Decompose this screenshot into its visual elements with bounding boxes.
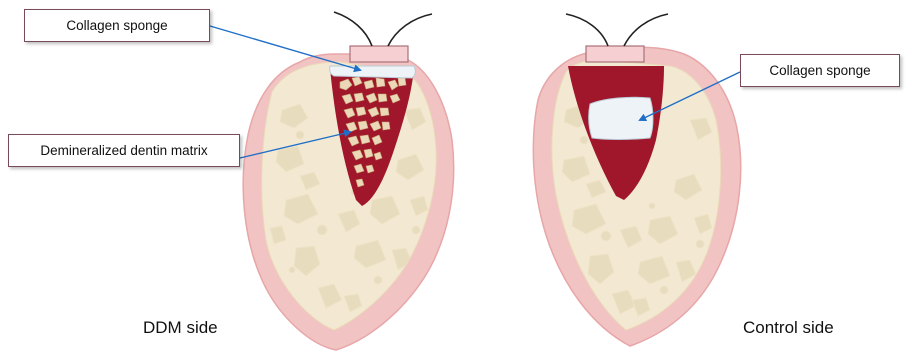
ddm-suture-thread bbox=[388, 14, 432, 46]
control-collagen-sponge-callout: Collagen sponge bbox=[740, 54, 900, 87]
ddm-side-label: DDM side bbox=[143, 318, 218, 338]
ddm-collagen-sponge bbox=[330, 66, 416, 78]
control-suture-thread bbox=[624, 14, 668, 46]
control-side-label: Control side bbox=[743, 318, 834, 338]
ddm-collagen-sponge-label: Collagen sponge bbox=[66, 18, 167, 33]
ddm-suture-knot bbox=[350, 46, 408, 62]
control-suture-knot bbox=[586, 46, 644, 62]
ddm-ridge bbox=[243, 12, 454, 350]
dentin-matrix-callout: Demineralized dentin matrix bbox=[8, 134, 240, 167]
control-suture-thread bbox=[566, 14, 608, 46]
ddm-collagen-sponge-callout: Collagen sponge bbox=[24, 9, 210, 42]
control-ridge bbox=[533, 14, 740, 346]
ddm-sponge-arrow bbox=[210, 26, 360, 70]
control-collagen-sponge-label: Collagen sponge bbox=[769, 63, 870, 78]
dentin-matrix-label: Demineralized dentin matrix bbox=[40, 143, 207, 158]
ddm-suture-thread bbox=[334, 12, 372, 46]
